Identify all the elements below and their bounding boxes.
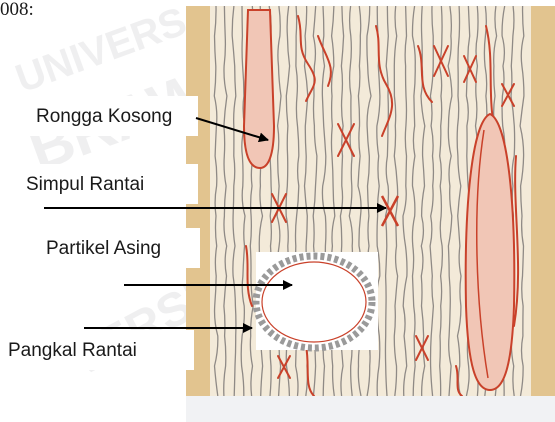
label-rongga-kosong: Rongga Kosong — [22, 96, 198, 136]
elongated-void — [466, 114, 515, 390]
label-pangkal-rantai: Pangkal Rantai — [6, 330, 194, 370]
foreign-particle-circle — [256, 252, 378, 350]
watermark-text-upper: UNIVERS — [10, 0, 192, 102]
wood-right-border — [531, 6, 555, 396]
header-fragment-text: 008: — [0, 0, 34, 24]
label-simpul-rantai: Simpul Rantai — [18, 164, 198, 204]
label-partikel-asing: Partikel Asing — [38, 228, 200, 268]
empty-cavity-void — [244, 10, 274, 168]
wood-grain-illustration — [186, 6, 555, 396]
